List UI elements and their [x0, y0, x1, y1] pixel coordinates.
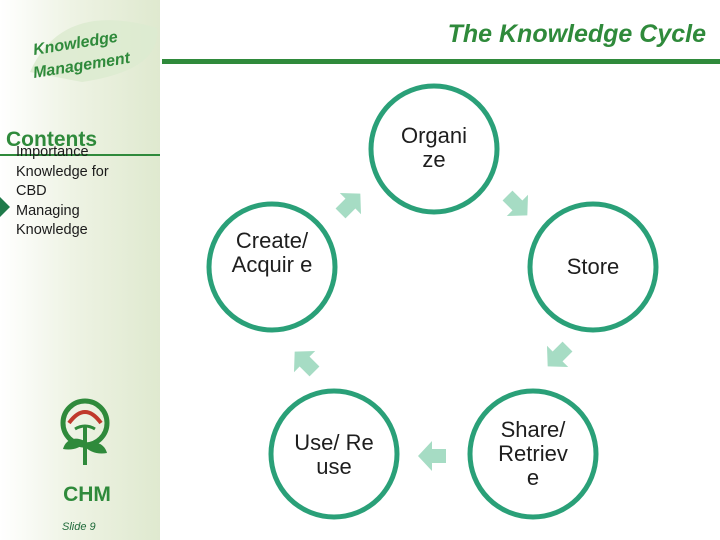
cycle-arrow-icon: [418, 441, 446, 471]
node-label-store: Store: [566, 254, 620, 279]
node-circle-create: [206, 201, 338, 333]
slide-number: Slide 9: [62, 521, 96, 533]
node-label-use: Use/ Reuse: [294, 430, 374, 479]
node-label-create: Create/ Acquir e: [231, 228, 313, 277]
contents-divider: [0, 154, 160, 156]
cycle-arrow-icon: [335, 192, 362, 219]
contents-item-knowledge[interactable]: Knowledge: [16, 222, 88, 238]
knowledge-management-logo: Knowledge Management: [22, 10, 162, 90]
contents-item-managing[interactable]: Managing: [16, 202, 80, 219]
contents-item-importance[interactable]: Importance: [16, 144, 89, 160]
contents-item-knowledge-for[interactable]: Knowledge for: [16, 163, 109, 180]
triangle-arrow-icon: [0, 197, 10, 217]
node-circle-use: [268, 388, 400, 520]
node-circle-organize: [368, 83, 500, 215]
chm-globe-plant-icon: [60, 398, 110, 465]
node-circle-store: [527, 201, 659, 333]
chm-label: CHM: [63, 483, 111, 506]
contents-heading: Contents: [6, 128, 97, 151]
node-label-share: Share/ Retriev e: [498, 417, 568, 490]
title-divider: [162, 59, 720, 64]
cycle-arrow-icon: [546, 341, 573, 368]
node-circle-share: [467, 388, 599, 520]
chm-logo: CHM: [55, 393, 125, 513]
page-title: The Knowledge Cycle: [447, 20, 706, 48]
cycle-arrow-icon: [293, 350, 320, 377]
cycle-arrow-icon: [502, 190, 529, 217]
node-label-organize: Organi ze: [400, 123, 468, 172]
sidebar: Knowledge Management Contents Importance…: [0, 0, 160, 540]
contents-list: Importance Knowledge for CBD Managing Kn…: [16, 143, 109, 241]
contents-item-cbd[interactable]: CBD: [16, 183, 47, 199]
